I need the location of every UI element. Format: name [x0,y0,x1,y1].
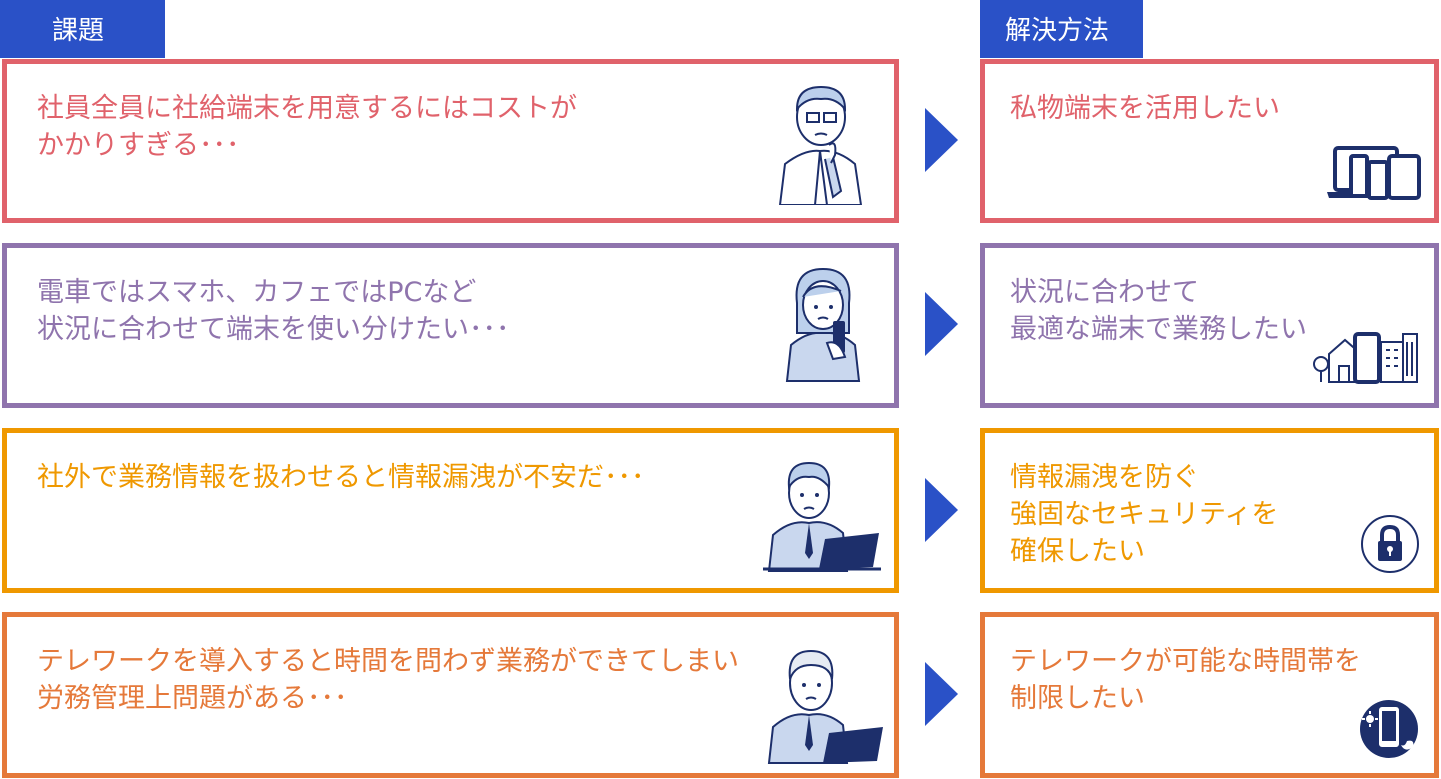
issue-text: 電車ではスマホ、カフェではPCなど 状況に合わせて端末を使い分けたい･･･ [37,274,510,348]
solution-line: 強固なセキュリティを [1010,499,1279,530]
solution-box-security: 情報漏洩を防ぐ 強固なセキュリティを 確保したい [980,428,1439,593]
issue-text: 社員全員に社給端末を用意するにはコストが かかりすぎる･･･ [37,90,577,164]
issue-line: 状況に合わせて端末を使い分けたい･･･ [37,314,510,345]
solution-text: 情報漏洩を防ぐ 強固なセキュリティを 確保したい [1010,459,1278,570]
solution-header-label: 解決方法 [1005,16,1110,46]
arrow-right-icon [925,478,958,542]
issue-box-leak-risk: 社外で業務情報を扱わせると情報漏洩が不安だ･･･ [2,428,899,593]
issue-box-device-switch: 電車ではスマホ、カフェではPCなど 状況に合わせて端末を使い分けたい･･･ [2,243,899,408]
issue-line: テレワークを導入すると時間を問わず業務ができてしまい [37,646,739,677]
issue-line: 労務管理上問題がある･･･ [37,683,348,714]
woman-with-smartphone-illustration [785,267,861,382]
issue-text: 社外で業務情報を扱わせると情報漏洩が不安だ･･･ [37,459,645,496]
issue-line: 社外で業務情報を扱わせると情報漏洩が不安だ･･･ [37,462,645,493]
arrow-right-icon [925,662,958,726]
arrow-right-icon [925,292,958,356]
solution-line: 状況に合わせて [1010,277,1199,308]
devices-icon [1327,146,1421,200]
older-man-laptop-illustration [767,649,883,764]
issue-text: テレワークを導入すると時間を問わず業務ができてしまい 労務管理上問題がある･･･ [37,643,739,717]
lock-icon [1361,515,1419,573]
solution-box-time-limit: テレワークが可能な時間帯を 制限したい [980,612,1439,778]
solution-text: 私物端末を活用したい [1010,90,1280,127]
solution-line: 確保したい [1010,536,1145,567]
issue-box-cost: 社員全員に社給端末を用意するにはコストが かかりすぎる･･･ [2,59,899,223]
solution-header-tab: 解決方法 [980,0,1143,58]
solution-box-optimal-device: 状況に合わせて 最適な端末で業務したい [980,243,1439,408]
arrow-right-icon [925,108,958,172]
solution-line: テレワークが可能な時間帯を [1010,646,1361,677]
phone-day-night-icon [1360,700,1418,758]
solution-line: 情報漏洩を防ぐ [1010,462,1199,493]
solution-line: 最適な端末で業務したい [1010,314,1307,345]
issue-line: 電車ではスマホ、カフェではPCなど [37,277,477,308]
solution-text: 状況に合わせて 最適な端末で業務したい [1010,274,1307,348]
solution-line: 私物端末を活用したい [1010,93,1280,124]
issue-line: かかりすぎる･･･ [37,130,240,161]
worried-man-thinking-illustration [778,85,863,205]
issue-header-tab: 課題 [0,0,165,58]
house-phone-building-icon [1313,332,1418,384]
issue-box-labor-management: テレワークを導入すると時間を問わず業務ができてしまい 労務管理上問題がある･･･ [2,612,899,778]
solution-text: テレワークが可能な時間帯を 制限したい [1010,643,1361,717]
worried-man-laptop-illustration [763,461,881,572]
solution-line: 制限したい [1010,683,1145,714]
issue-line: 社員全員に社給端末を用意するにはコストが [37,93,577,124]
solution-box-byod: 私物端末を活用したい [980,59,1439,223]
issue-header-label: 課題 [52,16,105,46]
